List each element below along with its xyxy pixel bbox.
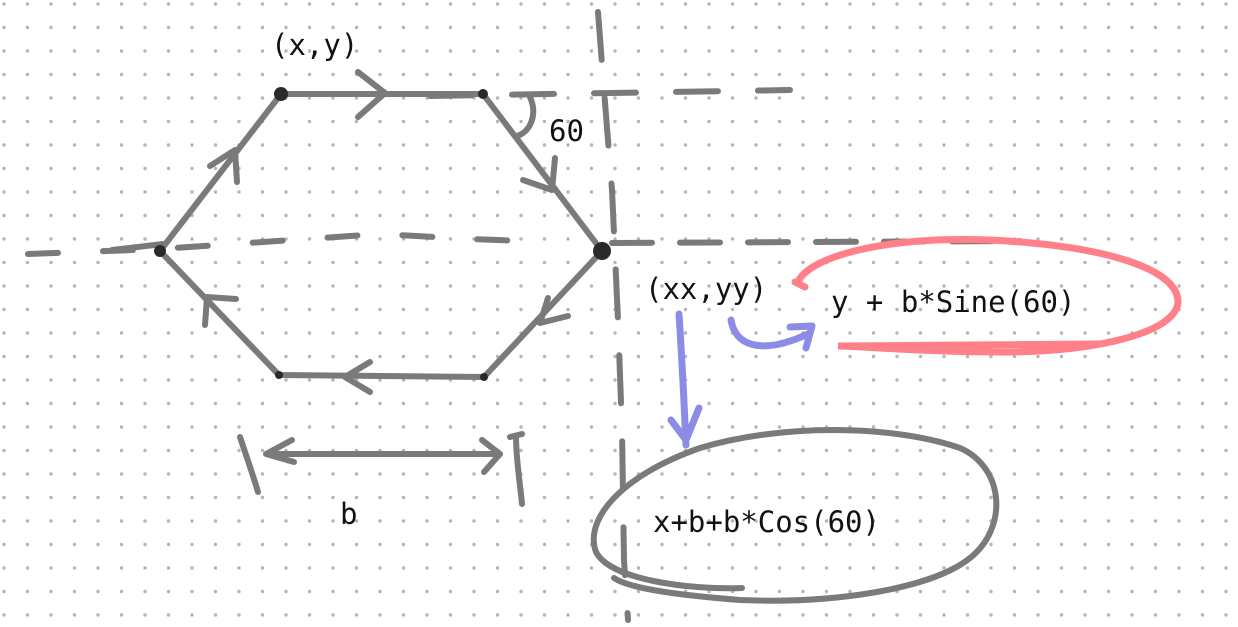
right-vertex-label: (xx,yy): [645, 272, 767, 306]
x-formula: x+b+b*Cos(60): [653, 505, 880, 539]
blue-arrows: [667, 310, 816, 449]
side-length-dimension: [237, 431, 525, 507]
top-vertex-label: (x,y): [271, 28, 358, 62]
vertices: [154, 87, 611, 381]
vertex-bottom-right-dot: [480, 373, 488, 381]
vertical-dash-line: [595, 9, 631, 623]
blue-curved-arrowhead: [786, 322, 816, 352]
blue-curved-arrow: [727, 316, 812, 350]
gray-ellipse: [590, 427, 1000, 604]
blue-down-arrowhead: [667, 404, 703, 444]
angle-arc: [514, 94, 537, 139]
red-ellipse: [794, 236, 1182, 356]
dimension-right-bracket: [507, 431, 525, 507]
blue-down-arrow: [675, 310, 690, 449]
angle-label: 60: [549, 114, 584, 148]
dimension-arrowhead-right: [479, 437, 503, 475]
left-vertex-tick: [109, 241, 166, 253]
red-highlight: [791, 236, 1182, 356]
vertex-left-dot: [154, 245, 166, 257]
vertex-top-left-dot: [274, 87, 288, 101]
vertex-right-dot: [593, 242, 611, 260]
dimension-arrowhead-left: [263, 437, 297, 465]
y-formula: y + b*Sine(60): [831, 285, 1075, 319]
arrow-upper-right-edge: [520, 155, 558, 193]
arrow-bottom-left: [342, 359, 373, 395]
dimension-left-bracket: [237, 434, 261, 495]
arrow-lower-right-edge: [537, 295, 571, 326]
red-tick: [791, 278, 809, 291]
arrow-lower-left-edge: [202, 294, 239, 328]
arrow-top-right: [355, 69, 388, 120]
vertex-top-right-dot: [478, 89, 488, 99]
arrow-upper-left-edge: [207, 147, 240, 185]
vertex-bottom-left-dot: [275, 371, 283, 379]
side-length-label: b: [340, 497, 357, 531]
top-extension-dash-line: [427, 87, 793, 99]
